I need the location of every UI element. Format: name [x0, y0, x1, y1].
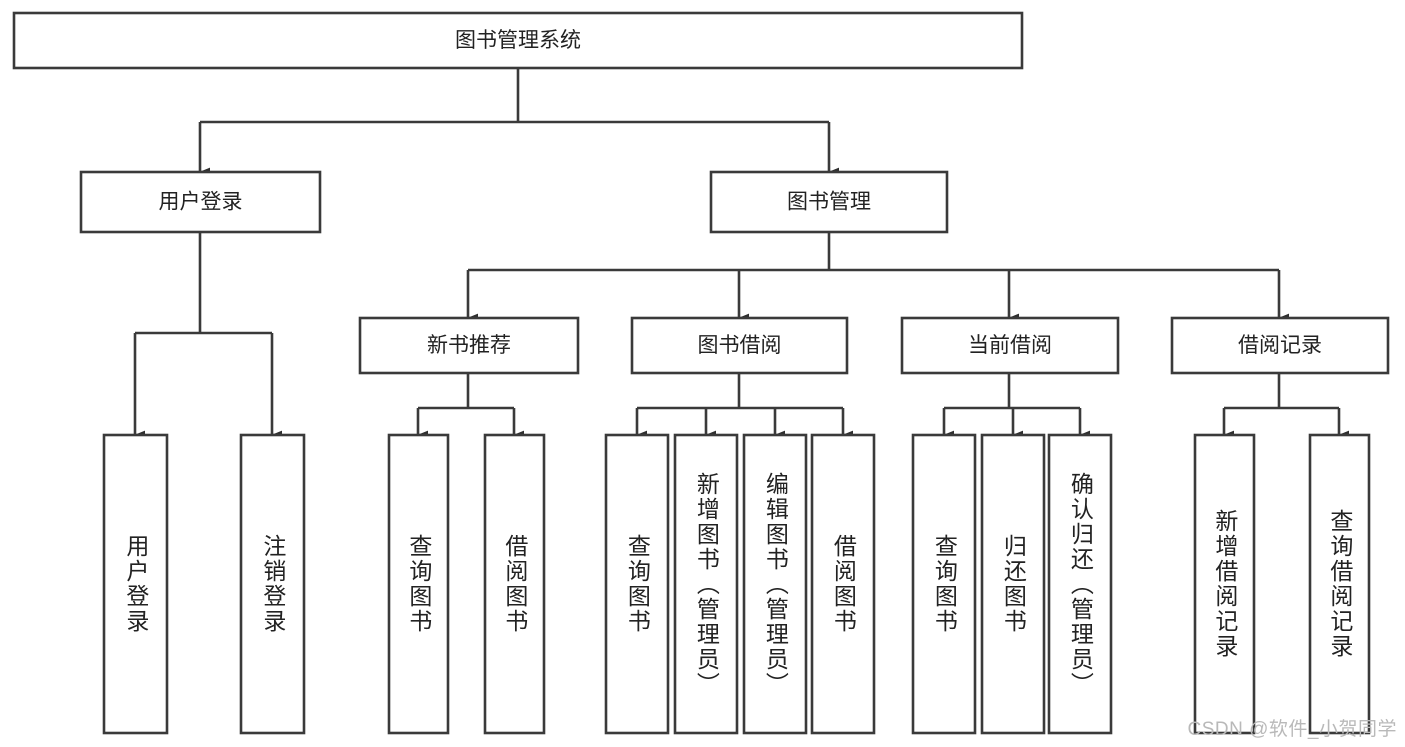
node-new-book-recommend[interactable]: [358, 316, 580, 375]
node-leaf-user-login[interactable]: [102, 433, 169, 735]
node-root-label: 图书管理系统: [455, 29, 581, 52]
node-leaf-query-record[interactable]: [1308, 433, 1371, 735]
node-user-login[interactable]: [79, 170, 322, 234]
node-leaf-return-book[interactable]: [980, 433, 1046, 735]
node-leaf-add-record[interactable]: [1193, 433, 1256, 735]
watermark-text: CSDN @软件_小贺同学: [1187, 719, 1397, 740]
node-book-borrow-label: 图书借阅: [698, 334, 782, 357]
connectors-layer: [133, 68, 1350, 440]
node-book-manage[interactable]: [709, 170, 949, 234]
node-leaf-logout[interactable]: [239, 433, 306, 735]
node-leaf-query-book-cur[interactable]: [911, 433, 977, 735]
node-book-manage-label: 图书管理: [787, 191, 871, 214]
node-borrow-record[interactable]: [1170, 316, 1390, 375]
node-current-borrow-label: 当前借阅: [968, 334, 1052, 357]
node-leaf-query-book-rec[interactable]: [387, 433, 450, 735]
node-leaf-add-book[interactable]: [673, 433, 739, 735]
node-leaf-borrow-book-rec[interactable]: [483, 433, 546, 735]
node-borrow-record-label: 借阅记录: [1238, 334, 1322, 357]
node-leaf-borrow-book[interactable]: [810, 433, 876, 735]
node-leaf-confirm-return[interactable]: [1047, 433, 1113, 735]
node-user-login-label: 用户登录: [159, 191, 243, 214]
node-root[interactable]: [12, 11, 1024, 70]
node-boxes-layer: [12, 11, 1390, 735]
node-leaf-query-book-borrow[interactable]: [604, 433, 670, 735]
node-new-book-recommend-label: 新书推荐: [427, 334, 511, 357]
node-leaf-edit-book[interactable]: [742, 433, 808, 735]
node-book-borrow[interactable]: [630, 316, 849, 375]
node-current-borrow[interactable]: [900, 316, 1120, 375]
